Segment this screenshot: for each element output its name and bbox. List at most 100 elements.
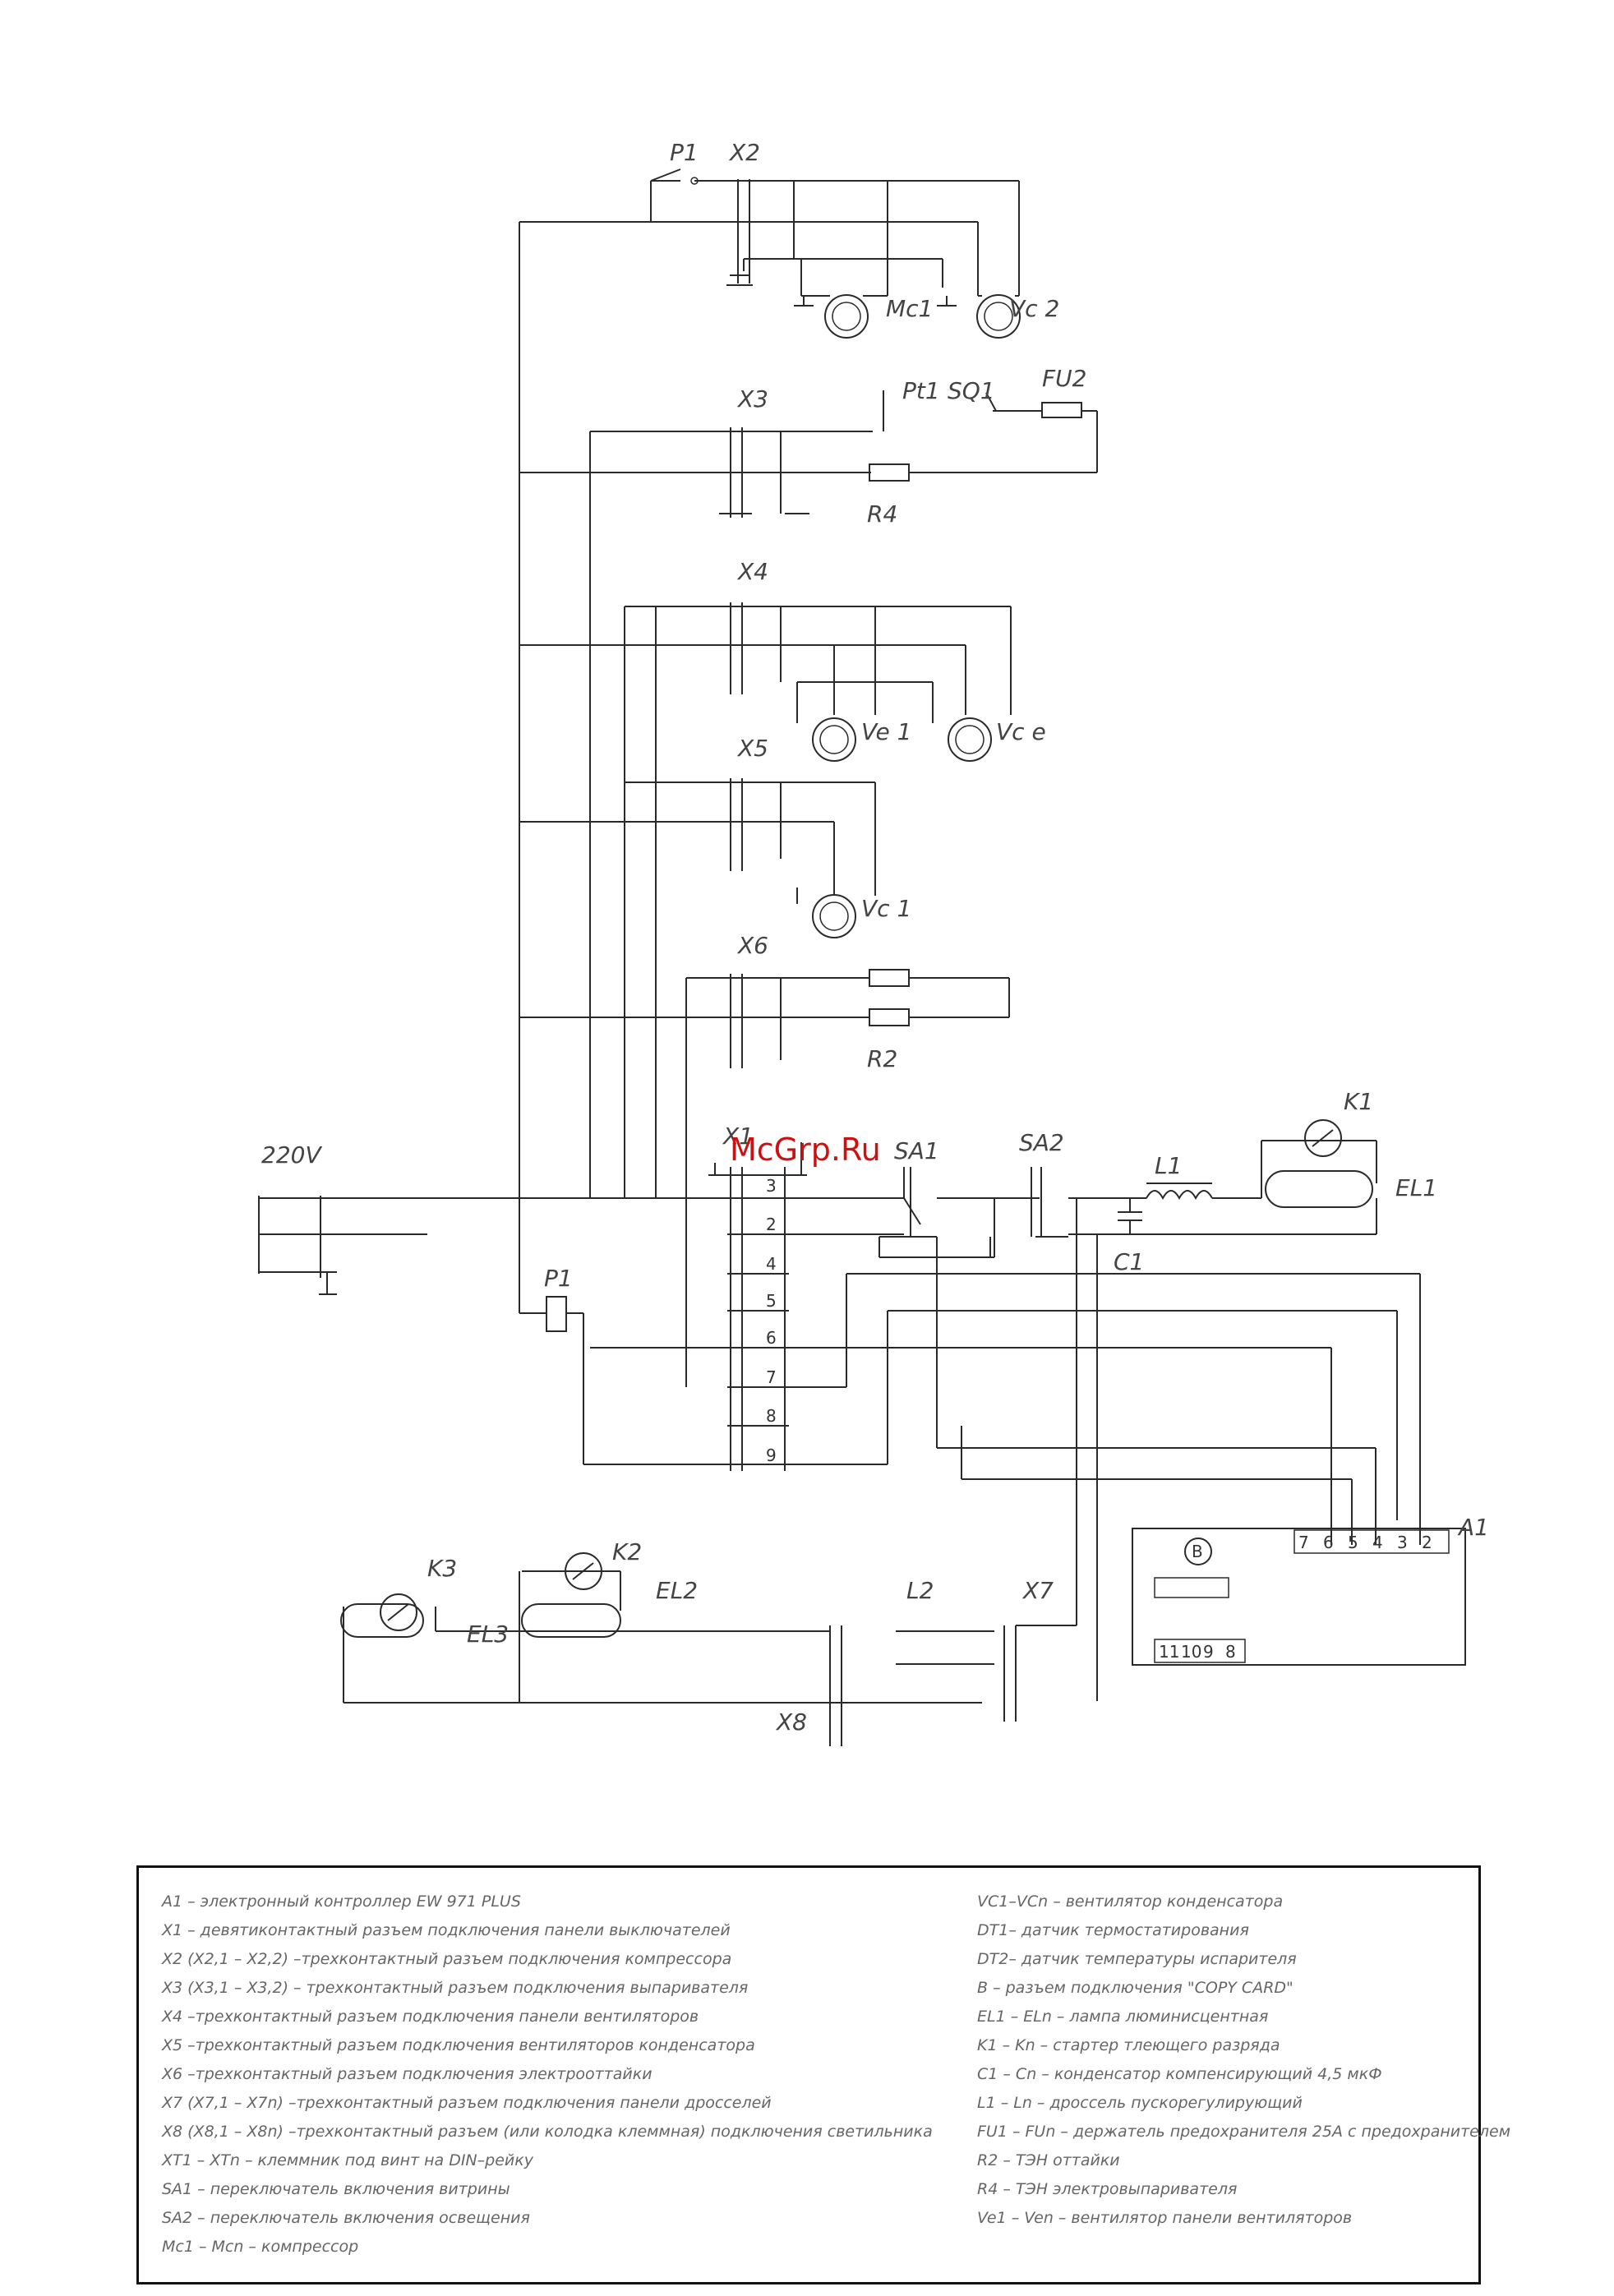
label-mc1: Mc1 <box>886 295 933 322</box>
label-x5: X5 <box>736 735 768 762</box>
legend-item: SA1 – переключатель включения витрины <box>162 2180 510 2198</box>
controller-lower-terminal-strip <box>1154 1639 1246 1663</box>
label-x7: X7 <box>1021 1577 1054 1604</box>
label-p1-top: P1 <box>670 139 699 166</box>
p1-relay-coil-icon <box>546 1296 567 1332</box>
legend-item: R4 – ТЭН электровыпаривателя <box>977 2180 1238 2198</box>
evaporator-block <box>519 390 1098 518</box>
label-l2: L2 <box>906 1577 934 1604</box>
legend-item: VC1–VCn – вентилятор конденсатора <box>977 1893 1284 1911</box>
r2-heater-bottom-icon <box>869 1008 910 1026</box>
label-sq1: SQ1 <box>948 377 995 404</box>
k3-starter-icon <box>380 1593 417 1631</box>
legend-item: DT1– датчик термостатирования <box>977 1921 1249 1939</box>
label-b: B <box>1192 1542 1203 1561</box>
legend-item: C1 – Cn – конденсатор компенсирующий 4,5… <box>977 2065 1382 2083</box>
label-l1: L1 <box>1155 1152 1182 1179</box>
fan-panel-block <box>519 602 1012 762</box>
x1-pin-4: 4 <box>766 1254 777 1274</box>
label-x2: X2 <box>728 139 760 166</box>
legend-item: EL1 – ELn – лампа люминисцентная <box>977 2008 1269 2026</box>
legend-item: Mc1 – Mcn – компрессор <box>162 2238 359 2256</box>
label-k3: K3 <box>427 1555 457 1582</box>
legend-item: Ve1 – Ven – вентилятор панели вентилятор… <box>977 2209 1353 2227</box>
label-a1: A1 <box>1457 1514 1489 1541</box>
label-x8: X8 <box>775 1708 807 1736</box>
legend-item: SA2 – переключатель включения освещения <box>162 2209 530 2227</box>
label-x3: X3 <box>736 385 768 413</box>
legend-item: L1 – Ln – дроссель пускорегулирующий <box>977 2094 1303 2112</box>
a1-lower-terminal-10: 10 <box>1181 1642 1201 1662</box>
compressor-block <box>519 168 1021 339</box>
diagram-labels: P1 X2 Mc1 Vc 2 X3 Pt1 SQ1 FU2 R4 X4 Ve 1… <box>261 139 1489 1736</box>
copy-card-connector-icon <box>1184 1538 1212 1565</box>
label-220v: 220V <box>261 1141 322 1169</box>
legend-item: X8 (X8,1 – X8n) –трехконтактный разъем (… <box>162 2123 933 2141</box>
legend-item: B – разъем подключения "COPY CARD" <box>977 1979 1294 1997</box>
compressor-motor-icon <box>824 294 869 339</box>
fu2-fuse-icon <box>1041 402 1082 418</box>
legend-item: X2 (X2,1 – X2,2) –трехконтактный разъем … <box>162 1950 732 1968</box>
label-fu2: FU2 <box>1042 365 1086 392</box>
controller-a1 <box>1132 1528 1466 1666</box>
controller-upper-terminal-strip <box>1294 1529 1450 1554</box>
x1-pin-6: 6 <box>766 1328 777 1348</box>
watermark: McGrp.Ru <box>730 1132 881 1168</box>
vc1-fan-icon <box>812 894 856 938</box>
legend-box: A1 – электронный контроллер EW 971 PLUS X… <box>136 1865 1510 2284</box>
label-x4: X4 <box>736 558 768 585</box>
label-x1: X1 <box>722 1123 754 1150</box>
vertical-buses <box>519 222 687 1387</box>
a1-terminal-4: 4 <box>1372 1533 1383 1552</box>
legend-item: R2 – ТЭН оттайки <box>977 2151 1120 2169</box>
r4-heater-icon <box>869 463 910 482</box>
label-sa2: SA2 <box>1019 1129 1064 1156</box>
a1-lower-terminal-9: 9 <box>1203 1642 1214 1662</box>
defrost-heater-block <box>519 969 1010 1068</box>
condenser-fan-icon <box>976 294 1021 339</box>
k1-starter-icon <box>1304 1119 1342 1157</box>
label-el1: EL1 <box>1395 1174 1437 1201</box>
x1-pin-5: 5 <box>766 1291 777 1311</box>
a1-terminal-3: 3 <box>1397 1533 1408 1552</box>
legend-item: X1 – девятиконтактный разъем подключения… <box>162 1921 731 1939</box>
el2-lamp-icon <box>521 1603 621 1638</box>
label-ve1: Ve 1 <box>861 718 911 745</box>
x1-pin-7: 7 <box>766 1367 777 1387</box>
legend-item: XT1 – XTn – клеммник под винт на DIN–рей… <box>162 2151 533 2169</box>
a1-terminal-5: 5 <box>1348 1533 1358 1552</box>
supply-and-x1-block <box>258 1119 1421 1701</box>
legend-item: A1 – электронный контроллер EW 971 PLUS <box>162 1893 521 1911</box>
label-k2: K2 <box>612 1538 642 1565</box>
lighting-block <box>340 1552 1077 1746</box>
a1-lower-terminal-8: 8 <box>1225 1642 1236 1662</box>
label-sa1: SA1 <box>894 1137 939 1164</box>
legend-item: X5 –трехконтактный разъем подключения ве… <box>162 2036 755 2054</box>
ve1-fan-icon <box>812 717 856 762</box>
label-x6: X6 <box>736 932 768 959</box>
x1-pin-8: 8 <box>766 1406 777 1426</box>
label-pt1: Pt1 <box>902 377 940 404</box>
legend-item: X3 (X3,1 – X3,2) – трехконтактный разъем… <box>162 1979 749 1997</box>
label-vce: Vc e <box>996 718 1046 745</box>
label-vc1: Vc 1 <box>861 895 911 922</box>
legend-left-column: A1 – электронный контроллер EW 971 PLUS X… <box>162 1888 933 2261</box>
el1-lamp-icon <box>1265 1170 1373 1208</box>
label-el2: EL2 <box>656 1577 698 1604</box>
x1-pin-3: 3 <box>766 1176 777 1196</box>
controller-box <box>1132 1528 1466 1666</box>
legend-item: FU1 – FUn – держатель предохранителя 25А… <box>977 2123 1511 2141</box>
label-el3: EL3 <box>467 1621 509 1648</box>
a1-lower-terminal-11: 11 <box>1159 1642 1179 1662</box>
legend-item: X7 (X7,1 – X7n) –трехконтактный разъем п… <box>162 2094 772 2112</box>
legend-item: K1 – Kn – стартер тлеющего разряда <box>977 2036 1280 2054</box>
k2-starter-icon <box>565 1552 602 1590</box>
label-c1: C1 <box>1114 1248 1144 1275</box>
label-vc2: Vc 2 <box>1009 295 1059 322</box>
a1-terminal-6: 6 <box>1323 1533 1334 1552</box>
legend-item: X6 –трехконтактный разъем подключения эл… <box>162 2065 653 2083</box>
